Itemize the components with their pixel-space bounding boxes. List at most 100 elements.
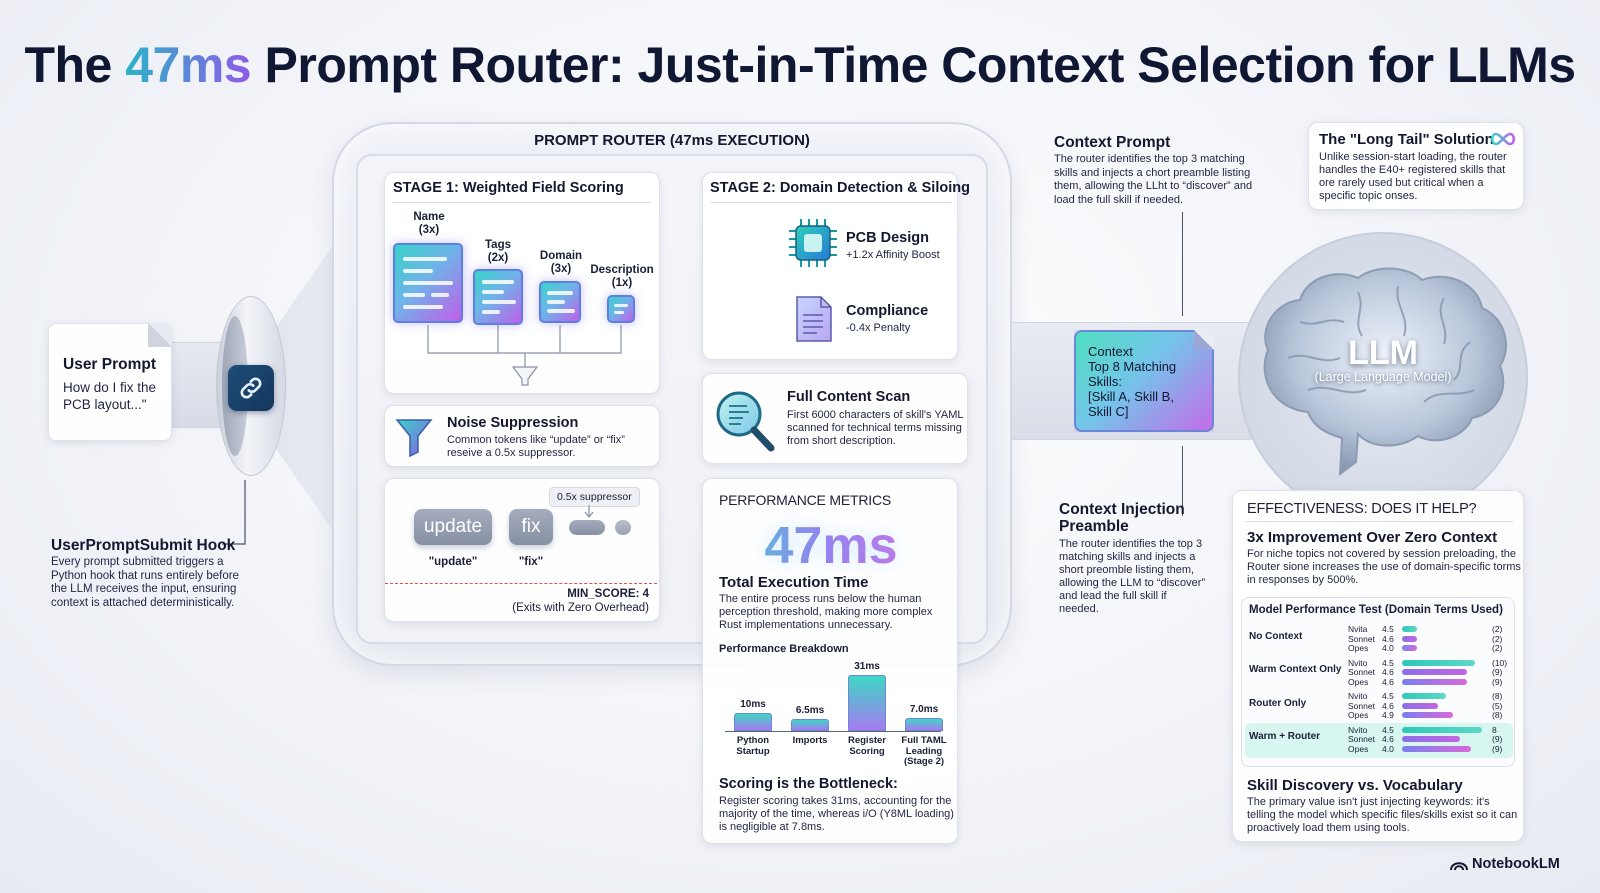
total-time-text: The entire process runs below the human … — [719, 593, 933, 631]
model-name: Sonnet — [1348, 633, 1375, 644]
context-prompt-connector — [1182, 212, 1183, 316]
model-bar — [1402, 712, 1453, 718]
chart-data-label: 10ms — [740, 698, 766, 710]
model-group-label: Warm + Router — [1249, 731, 1321, 742]
model-bar — [1402, 745, 1472, 752]
noise-text: Common tokens like “update” or “fix” res… — [447, 434, 625, 459]
model-name: Opes — [1348, 676, 1369, 687]
perf-big-number: 47ms — [703, 516, 959, 576]
field-name-doc — [393, 243, 463, 323]
model-value: (9) — [1492, 743, 1503, 754]
model-version: 4.6 — [1382, 700, 1394, 711]
model-name: Opes — [1348, 643, 1369, 653]
label-fix: "fix" — [518, 556, 544, 568]
router-title: PROMPT ROUTER (47ms EXECUTION) — [534, 132, 810, 149]
model-group-label: No Context — [1249, 630, 1303, 642]
effect-title: EFFECTIVENESS: DOES IT HELP? — [1247, 501, 1477, 517]
noise-title: Noise Suppression — [447, 415, 579, 431]
min-score-exit: (Exits with Zero Overhead) — [512, 602, 649, 614]
compliance-title: Compliance — [846, 303, 929, 319]
model-name: Sonnet — [1348, 734, 1375, 744]
skill-discovery-text: The primary value isn't just injecting k… — [1247, 796, 1518, 834]
funnel-icon — [395, 419, 433, 458]
model-test-title: Model Performance Test (Domain Terms Use… — [1249, 604, 1503, 616]
compliance-sub: -0.4x Penalty — [846, 322, 911, 334]
infinity-icon — [1490, 132, 1516, 146]
model-name: Nvito — [1348, 691, 1368, 701]
stage2-title: STAGE 2: Domain Detection & Siloing — [710, 180, 970, 196]
chart-bar — [848, 675, 886, 731]
suppressed-token-small — [615, 520, 631, 535]
model-name: Nvita — [1348, 624, 1368, 634]
model-version: 4.5 — [1382, 724, 1394, 735]
effect-sub-text: For niche topics not covered by session … — [1247, 548, 1521, 586]
model-version: 4.5 — [1382, 624, 1394, 634]
chart-bar — [734, 712, 772, 731]
stage2-card: STAGE 2: Domain Detection & Siloing PCB … — [702, 172, 970, 360]
model-value: (2) — [1492, 633, 1503, 644]
stage1-merge-lines — [427, 325, 622, 386]
model-value: (2) — [1492, 643, 1503, 653]
model-value: (2) — [1492, 624, 1503, 634]
model-name: Sonnet — [1348, 667, 1375, 677]
noise-card: Noise Suppression Common tokens like “up… — [384, 405, 660, 467]
model-version: 4.6 — [1382, 667, 1394, 677]
model-name: Nvito — [1348, 657, 1368, 668]
stage1-title: STAGE 1: Weighted Field Scoring — [393, 180, 624, 196]
min-score-threshold — [385, 583, 657, 584]
keyword-fix: fix — [509, 509, 553, 545]
model-value: (5) — [1492, 700, 1503, 711]
model-bar — [1402, 693, 1446, 699]
model-bar — [1402, 626, 1417, 632]
model-bar — [1402, 669, 1468, 675]
chart-bar — [791, 719, 829, 731]
hook-text: Every prompt submitted triggers a Python… — [51, 556, 239, 609]
model-value: (9) — [1492, 734, 1503, 744]
context-skills-text: Context Top 8 Matching Skills: [Skill A,… — [1088, 344, 1177, 419]
brand-name: NotebookLM — [1472, 856, 1560, 872]
chart-category-label: Imports — [792, 735, 828, 746]
model-value: (9) — [1492, 676, 1503, 687]
model-bar — [1402, 678, 1468, 685]
model-value: (8) — [1492, 710, 1503, 720]
perf-title: PERFORMANCE METRICS — [719, 492, 891, 508]
llm-sub: (Large Language Model) — [1314, 370, 1452, 384]
min-score-label: MIN_SCORE: 4 — [567, 588, 649, 600]
suppressed-token — [569, 520, 605, 535]
model-value: 8 — [1492, 724, 1497, 735]
pcb-title: PCB Design — [846, 230, 929, 246]
bottleneck-text: Register scoring takes 31ms, accounting … — [719, 795, 954, 833]
chart-category-label: Python Startup — [736, 735, 770, 757]
chart-axis — [725, 731, 941, 732]
model-version: 4.5 — [1382, 691, 1394, 701]
field-tags-label: Tags(2x) — [485, 239, 511, 264]
chart-data-label: 6.5ms — [795, 705, 825, 717]
document-icon — [796, 296, 832, 342]
model-group-label: Warm Context Only — [1249, 664, 1342, 675]
model-value: (8) — [1492, 691, 1503, 701]
keyword-update: update — [414, 509, 492, 545]
model-bar — [1402, 635, 1417, 642]
context-prompt-title: Context Prompt — [1054, 134, 1171, 151]
user-prompt-title: User Prompt — [63, 356, 157, 373]
model-value: (9) — [1492, 667, 1503, 677]
magnifier-icon — [716, 391, 775, 452]
chip-icon — [789, 219, 837, 267]
model-value: (10) — [1492, 657, 1508, 668]
chart-category-label: Full TAML Leading (Stage 2) — [901, 735, 947, 767]
model-version: 4.5 — [1382, 657, 1394, 668]
field-domain-doc — [539, 281, 581, 323]
effectiveness-card: EFFECTIVENESS: DOES IT HELP? 3x Improvem… — [1232, 490, 1524, 842]
model-version: 4.6 — [1382, 633, 1394, 644]
link-icon — [228, 365, 274, 411]
page-fold — [148, 323, 172, 347]
model-name: Nvito — [1348, 724, 1368, 735]
model-version: 4.6 — [1382, 734, 1394, 744]
model-test-panel: Model Performance Test (Domain Terms Use… — [1241, 597, 1515, 767]
long-tail-card: The "Long Tail" Solution Unlike session-… — [1308, 122, 1524, 210]
pcb-sub: +1.2x Affinity Boost — [846, 249, 940, 261]
field-description-doc — [607, 295, 635, 323]
brain-icon — [1263, 267, 1507, 477]
